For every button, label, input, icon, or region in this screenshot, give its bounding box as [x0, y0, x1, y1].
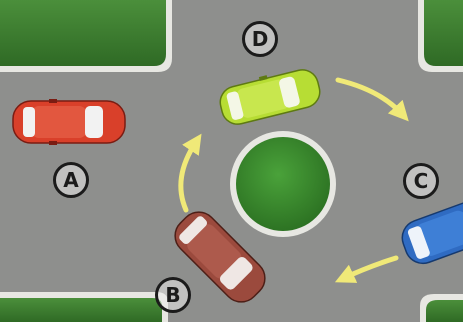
grass-top-left: [0, 0, 172, 72]
label-d: D: [242, 21, 278, 57]
grass-bottom-left: [0, 292, 168, 322]
label-b: B: [155, 277, 191, 313]
grass-bottom-right: [420, 294, 463, 322]
roundabout-island: [230, 131, 336, 237]
car-a: [13, 99, 125, 145]
grass-top-right: [418, 0, 463, 72]
label-c: C: [403, 163, 439, 199]
label-a: A: [53, 162, 89, 198]
